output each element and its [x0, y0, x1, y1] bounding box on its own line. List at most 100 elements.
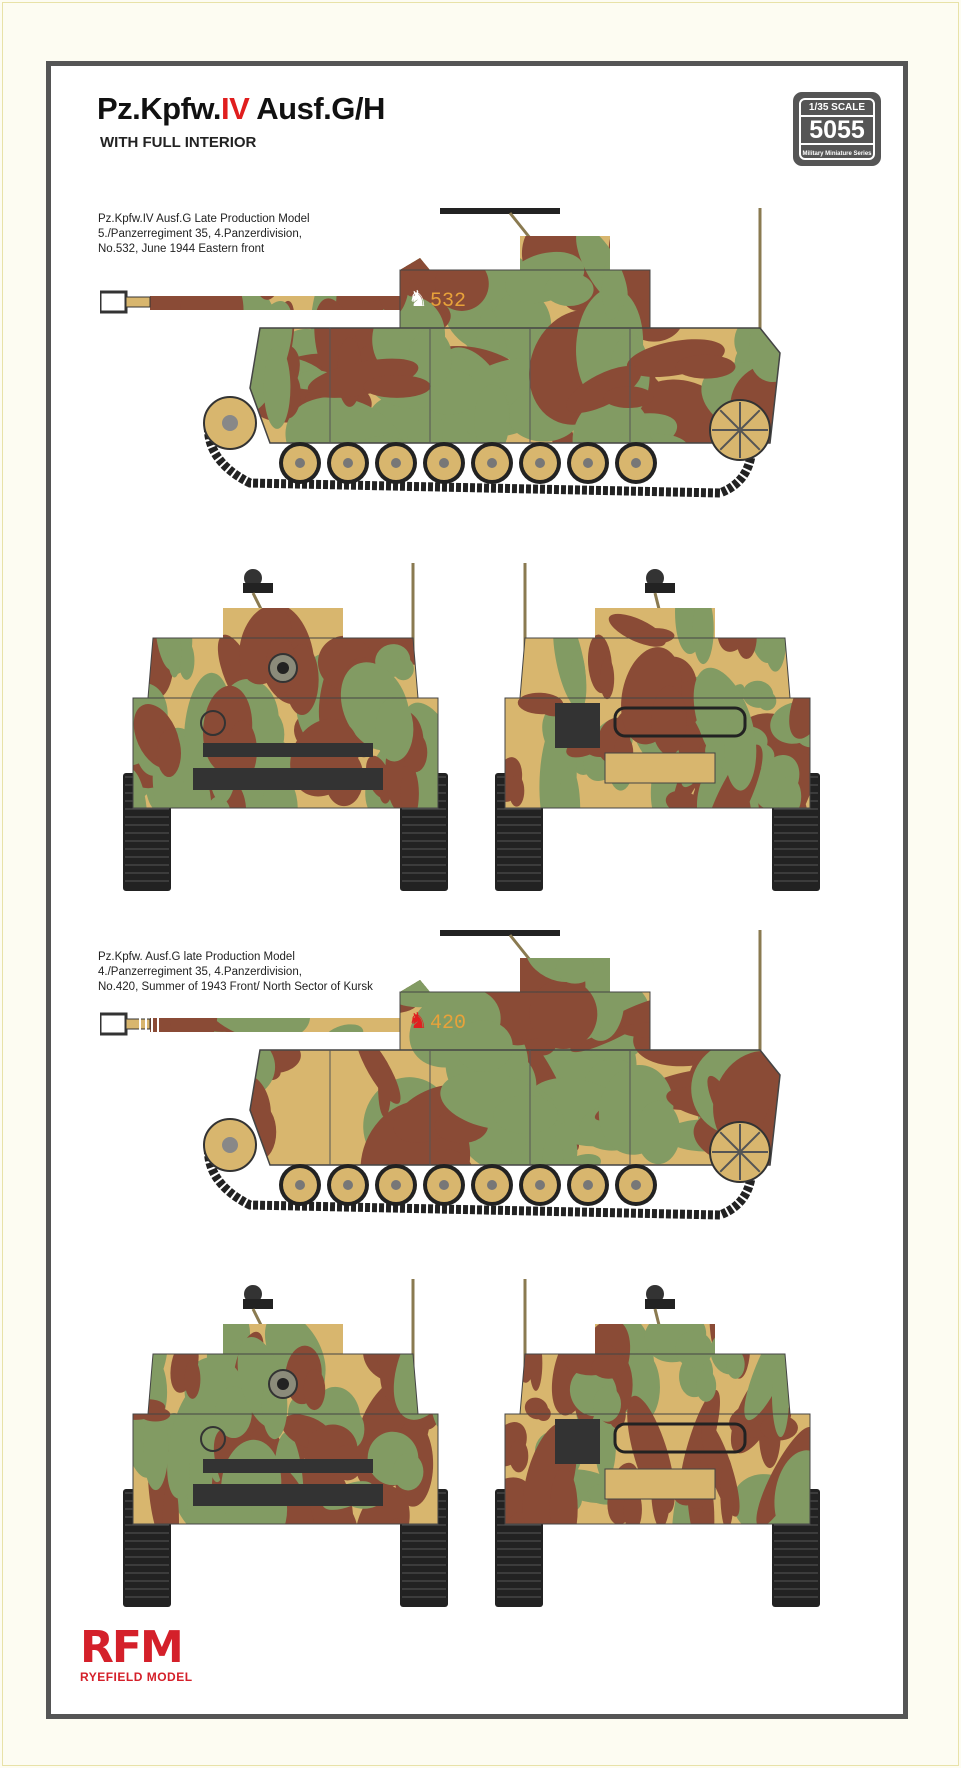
page-title: Pz.Kpfw.IV Ausf.G/H	[97, 91, 385, 127]
muzzle-brake	[98, 290, 128, 314]
scheme-1-side-view: ♞532	[98, 186, 835, 545]
camo-patch	[164, 254, 182, 278]
camo-patch	[392, 1453, 424, 1491]
scheme-1-caption: Pz.Kpfw.IV Ausf.G Late Production Model …	[98, 212, 310, 257]
camo-patch	[681, 958, 722, 1012]
camo-patch	[169, 980, 218, 1049]
camo-patch	[558, 766, 581, 808]
logo-name: RYEFIELD MODEL	[80, 1670, 193, 1684]
camo-patch	[651, 685, 687, 755]
title-accent: IV	[221, 91, 250, 126]
camo-patch	[150, 356, 219, 386]
camo-patch	[594, 1408, 616, 1481]
camo-patch	[261, 775, 298, 808]
camo-patch	[775, 395, 780, 443]
camo-patch	[150, 236, 174, 247]
road-wheel	[423, 1164, 465, 1206]
camo-patch	[569, 650, 587, 721]
camo-patch	[247, 958, 305, 980]
camo-patch	[675, 1330, 713, 1368]
camo-patch	[318, 958, 383, 999]
camo-patch	[252, 236, 282, 300]
camo-patch	[455, 1020, 513, 1072]
camo-patch	[764, 612, 786, 672]
camo-patch	[601, 257, 622, 320]
caption-line: No.420, Summer of 1943 Front/ North Sect…	[98, 981, 373, 993]
camo-patch	[593, 1386, 622, 1422]
camo-patch	[474, 384, 510, 443]
caption-line: No.532, June 1944 Eastern front	[98, 243, 265, 255]
camo-patch	[198, 961, 260, 990]
camo-patch	[544, 272, 594, 307]
road-wheel	[471, 442, 513, 484]
tank-rear-drawing	[495, 553, 820, 891]
camo-patch	[746, 268, 780, 293]
camo-patch	[322, 977, 408, 1013]
caption-line: 5./Panzerregiment 35, 4.Panzerdivision,	[98, 228, 302, 240]
camo-patch	[542, 1135, 564, 1165]
machine-gun-icon	[440, 186, 560, 239]
camo-patch	[626, 958, 722, 985]
road-wheel	[423, 442, 465, 484]
camo-patch	[757, 691, 777, 711]
camo-patch	[343, 1033, 369, 1049]
scheme-1-front-view	[113, 553, 458, 896]
camo-patch	[228, 236, 278, 291]
tank-side-drawing: ♞532	[98, 186, 781, 498]
kit-number: 5055	[801, 115, 873, 145]
camo-patch	[156, 729, 182, 778]
camo-patch	[560, 1153, 601, 1165]
camo-patch	[208, 796, 231, 808]
camo-patch	[742, 1324, 758, 1350]
machine-gun-icon	[243, 1285, 273, 1330]
camo-patch	[220, 809, 233, 831]
camo-patch	[321, 1503, 360, 1524]
camo-patch	[646, 958, 755, 1017]
camo-patch	[365, 958, 429, 986]
camo-patch	[180, 265, 244, 355]
turret-number: 532	[430, 290, 466, 313]
camo-patch	[776, 776, 802, 808]
camo-patch	[245, 994, 311, 1040]
camo-patch	[162, 1069, 234, 1085]
stowage-racks	[555, 703, 600, 748]
scheme-2-front-view	[113, 1269, 458, 1612]
camo-patch	[696, 1369, 717, 1402]
spare-track-links	[203, 743, 373, 757]
scheme-2-caption: Pz.Kpfw. Ausf.G late Production Model 4.…	[98, 950, 373, 995]
scale-label: 1/35 SCALE	[808, 102, 866, 113]
driver-visor	[200, 710, 226, 736]
camo-patch	[505, 608, 551, 633]
camo-patch	[722, 799, 761, 808]
camo-patch	[150, 347, 200, 443]
camo-patch	[673, 958, 748, 1006]
camo-patch	[529, 1335, 543, 1391]
camo-patch	[560, 418, 574, 443]
spare-track-links	[203, 1459, 373, 1473]
camo-patch	[549, 1467, 578, 1524]
camo-patch	[376, 236, 410, 316]
camo-patch	[529, 978, 598, 1050]
camo-patch	[419, 1324, 438, 1368]
camo-patch	[150, 236, 181, 248]
camo-patch	[217, 1520, 236, 1524]
road-wheel	[471, 1164, 513, 1206]
caption-line: Pz.Kpfw. Ausf.G late Production Model	[98, 951, 295, 963]
road-wheel	[375, 1164, 417, 1206]
camo-patch	[666, 240, 738, 316]
road-wheel	[327, 1164, 369, 1206]
camo-patch	[670, 253, 763, 322]
muzzle-brake	[98, 1012, 128, 1036]
title-prefix: Pz.Kpfw.	[97, 91, 222, 126]
camo-patch	[555, 958, 595, 984]
camo-patch	[692, 608, 714, 665]
road-wheel	[567, 442, 609, 484]
camo-patch	[739, 1001, 780, 1018]
road-wheel	[615, 1164, 657, 1206]
machine-gun-icon	[243, 569, 273, 614]
caption-line: Pz.Kpfw.IV Ausf.G Late Production Model	[98, 213, 310, 225]
scale-badge: 1/35 SCALE 5055 Military Miniature Serie…	[793, 92, 881, 166]
camo-patch	[150, 958, 175, 980]
turret-emblem: ♞	[408, 1009, 428, 1034]
